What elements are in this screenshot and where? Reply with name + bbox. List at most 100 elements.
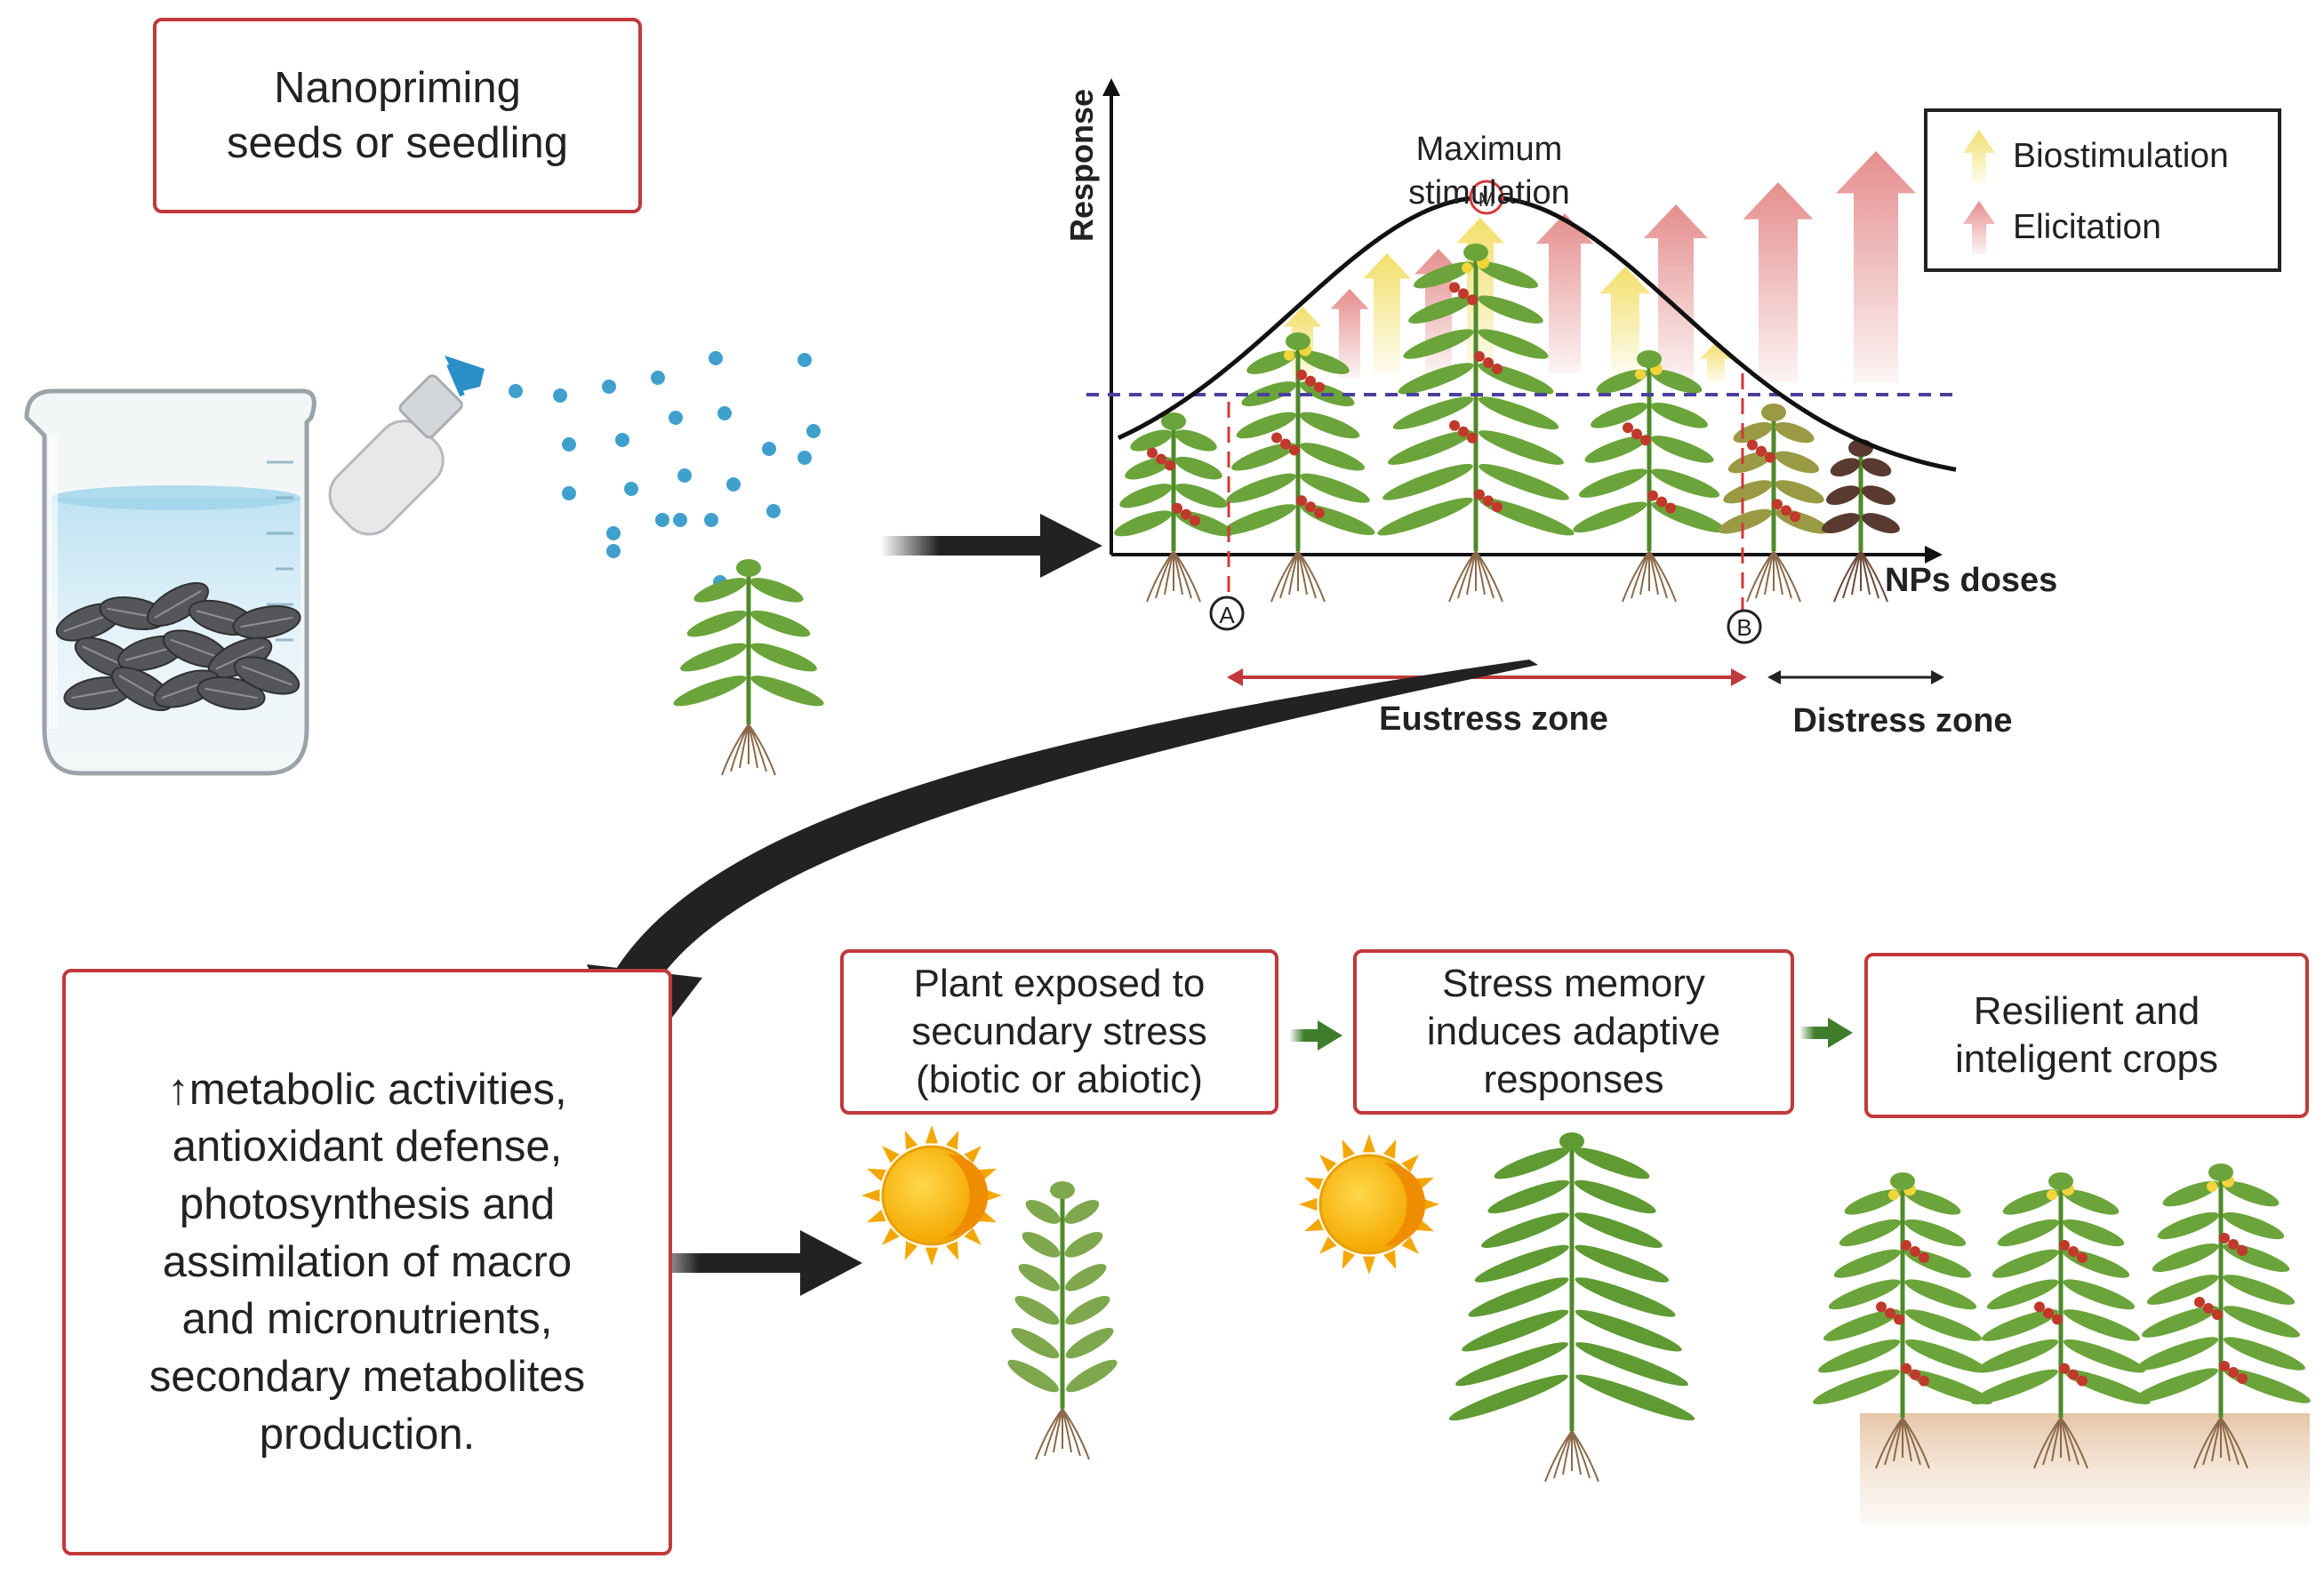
leaf — [1064, 1200, 1100, 1224]
root — [1173, 550, 1201, 603]
leaf — [1468, 1277, 1569, 1317]
max-stimulation-label: Maximum stimulation — [1342, 85, 1636, 214]
response-arrow — [1836, 151, 1916, 382]
response-arrow — [1644, 204, 1708, 382]
flower — [1462, 262, 1472, 274]
root — [1475, 550, 1503, 603]
step-arrow-1 — [1289, 1020, 1342, 1051]
fruit — [1876, 1301, 1887, 1313]
leaf — [1559, 1132, 1584, 1150]
fruit — [1790, 511, 1800, 523]
leaf — [1463, 244, 1488, 261]
leaf — [1861, 458, 1892, 477]
fruit — [1756, 445, 1767, 457]
sunflower-seeds — [55, 581, 301, 712]
root — [2060, 1417, 2088, 1469]
leaf — [2002, 1189, 2060, 1215]
leaf — [750, 643, 817, 672]
leaf — [1474, 1244, 1569, 1283]
sun-ray — [861, 1188, 880, 1203]
seed-stripe — [170, 638, 221, 660]
droplet — [606, 526, 621, 540]
leaf — [1414, 261, 1474, 289]
leaf — [1574, 1179, 1656, 1214]
leaf — [1574, 1147, 1650, 1179]
seed-stripe — [240, 616, 293, 628]
leaf — [1478, 261, 1538, 289]
droplet — [624, 482, 638, 496]
fruit — [1623, 422, 1633, 434]
arrow-to-stress — [640, 1230, 862, 1296]
droplet — [717, 406, 732, 420]
leaf — [2223, 1306, 2301, 1338]
fruit — [2034, 1301, 2045, 1313]
fruit — [1190, 515, 1200, 526]
leaf — [1382, 464, 1473, 500]
fruit — [1492, 501, 1503, 513]
root — [1648, 550, 1677, 603]
leaf — [2141, 1306, 2219, 1338]
leaf — [1650, 402, 1708, 428]
root — [1902, 1417, 1930, 1469]
sun-ray — [1401, 1155, 1419, 1172]
leaf — [1596, 369, 1648, 394]
leaf — [1487, 1179, 1570, 1214]
leaf — [1986, 1279, 2059, 1310]
fruit — [2077, 1375, 2088, 1387]
droplet — [766, 504, 781, 518]
response-arrow — [1330, 289, 1369, 378]
leaf — [1904, 1219, 1967, 1247]
fruit — [2059, 1363, 2070, 1374]
leaf — [1813, 1369, 1900, 1405]
droplet — [797, 451, 812, 465]
point-b-marker — [1727, 609, 1762, 644]
leaf — [1578, 468, 1647, 498]
leaf — [1575, 1244, 1670, 1283]
fruit — [1449, 420, 1460, 431]
root — [1860, 550, 1888, 603]
fruit — [1747, 439, 1758, 451]
leaf — [673, 676, 747, 707]
leaf — [1575, 1212, 1663, 1248]
legend-item-elicitation: Elicitation — [1927, 192, 2278, 263]
point-a-label: A — [1219, 602, 1235, 628]
droplet — [709, 351, 723, 365]
fruit — [2219, 1361, 2230, 1371]
leaf — [2136, 1337, 2219, 1371]
sun-shade — [1383, 1163, 1426, 1246]
fruit — [2194, 1297, 2205, 1307]
leaf — [686, 610, 747, 637]
droplet — [509, 384, 523, 398]
fruit — [1492, 364, 1503, 375]
fruit — [1781, 505, 1791, 516]
leaf — [1573, 501, 1647, 533]
fruit — [1467, 294, 1478, 306]
fruit — [1271, 432, 1282, 444]
fruit — [1458, 288, 1469, 300]
legend-label: Elicitation — [2013, 208, 2161, 246]
droplet — [726, 477, 741, 492]
leaf — [1408, 295, 1474, 324]
sun-ray — [945, 1241, 959, 1260]
leaf — [1300, 443, 1365, 471]
leaf — [2152, 1243, 2219, 1273]
fruit — [1647, 490, 1658, 501]
leaf — [1862, 513, 1900, 534]
leaf — [1114, 510, 1173, 537]
y-axis-label: Response — [1063, 88, 1100, 242]
sun-shade — [946, 1154, 989, 1237]
leaf — [736, 559, 761, 577]
leaf — [1018, 1264, 1060, 1291]
leaf — [1830, 458, 1861, 477]
leaf — [1903, 1189, 1961, 1215]
leaf — [1392, 396, 1474, 430]
droplet — [762, 442, 776, 456]
seed-stripe — [241, 665, 293, 686]
leaf — [680, 643, 747, 672]
max-stimulation-text: Maximum stimulation — [1408, 131, 1570, 212]
response-arrow — [1700, 342, 1732, 382]
droplet — [615, 433, 629, 447]
root — [748, 724, 776, 776]
leaf — [1226, 473, 1296, 503]
